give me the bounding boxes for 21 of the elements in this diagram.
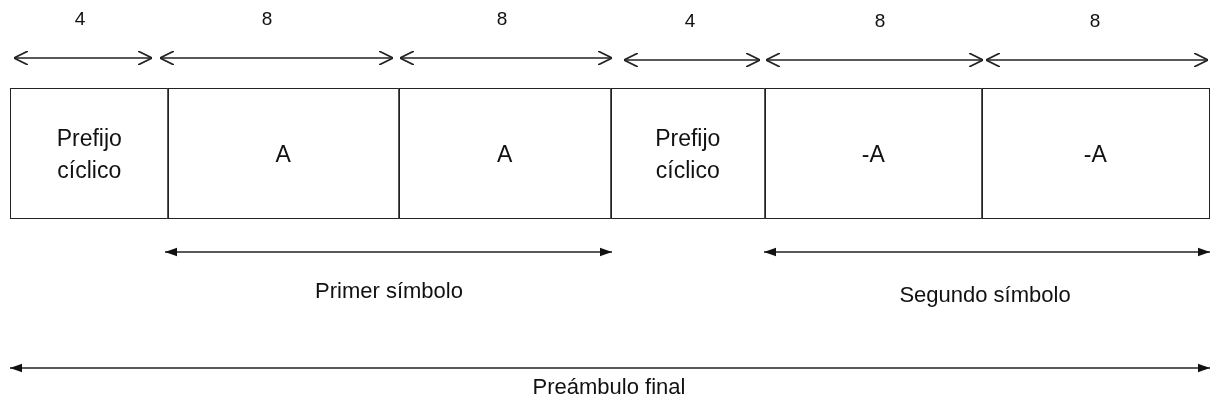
field-label: A bbox=[497, 139, 513, 169]
dimension-label: 4 bbox=[684, 10, 696, 32]
frame-field-box bbox=[981, 88, 1210, 219]
frame-field-box bbox=[764, 88, 983, 219]
dimension-label: 8 bbox=[1089, 10, 1101, 32]
field-label: -A bbox=[861, 139, 885, 169]
frame-field-box bbox=[10, 88, 169, 219]
field-label: -A bbox=[1083, 139, 1107, 169]
dimension-label: 4 bbox=[74, 8, 86, 30]
span-label: Primer símbolo bbox=[315, 278, 463, 304]
dimension-label: 8 bbox=[261, 8, 273, 30]
frame-field-box bbox=[610, 88, 766, 219]
frame-field-box bbox=[167, 88, 400, 219]
field-label: Prefijo cíclico bbox=[654, 123, 722, 185]
frame-field-box bbox=[398, 88, 612, 219]
field-label: A bbox=[275, 139, 291, 169]
span-label: Preámbulo final bbox=[532, 374, 686, 400]
field-label: Prefijo cíclico bbox=[55, 123, 123, 185]
dimension-label: 8 bbox=[874, 10, 886, 32]
dimension-label: 8 bbox=[496, 8, 508, 30]
span-label: Segundo símbolo bbox=[899, 282, 1071, 308]
